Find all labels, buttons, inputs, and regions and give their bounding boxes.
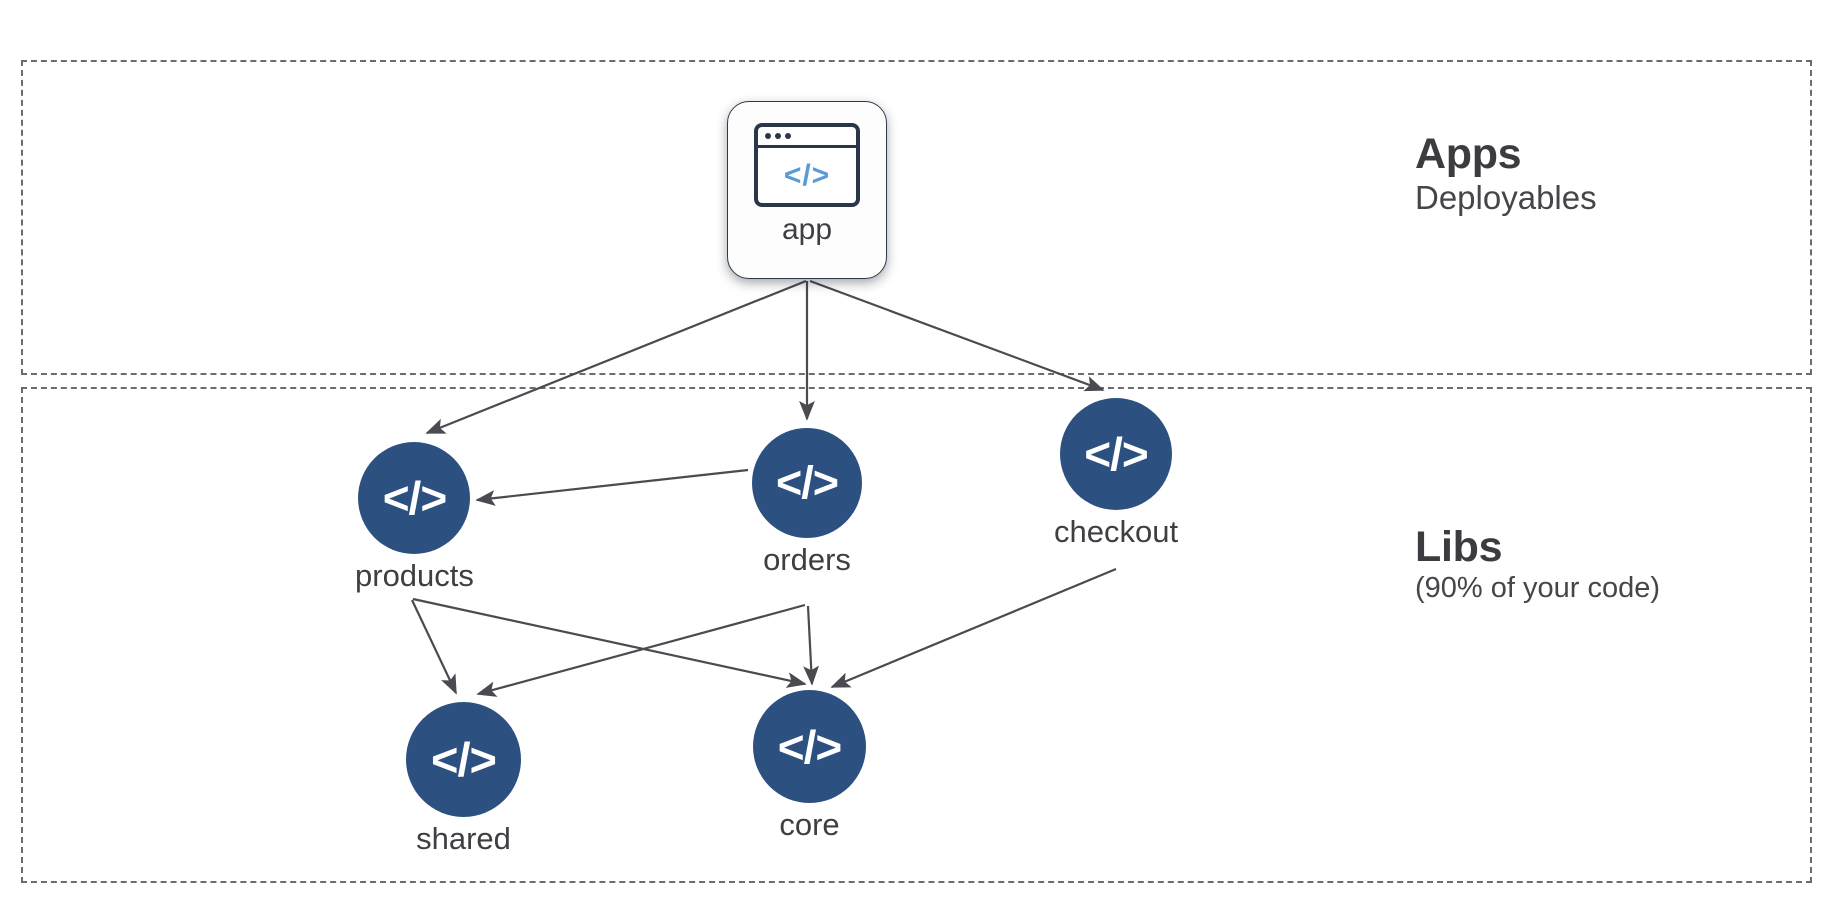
node-label-checkout: checkout — [1054, 514, 1179, 549]
code-circle-icon: </> — [406, 702, 521, 817]
code-circle-icon: </> — [1060, 398, 1173, 510]
region-subtitle-libs: (90% of your code) — [1415, 572, 1661, 605]
code-circle-icon: </> — [752, 428, 862, 538]
code-circle-icon: </> — [753, 690, 866, 803]
node-checkout[interactable]: </> checkout — [1054, 398, 1178, 549]
browser-dot-icon — [765, 133, 771, 139]
code-circle-icon: </> — [358, 442, 471, 554]
node-app[interactable]: </> app — [727, 101, 887, 279]
browser-dot-icon — [785, 133, 791, 139]
browser-dot-icon — [775, 133, 781, 139]
region-label-libs: Libs (90% of your code) — [1415, 523, 1661, 606]
region-label-apps: Apps Deployables — [1415, 130, 1597, 218]
node-core[interactable]: </> core — [753, 690, 866, 842]
node-label-shared: shared — [416, 821, 511, 856]
node-shared[interactable]: </> shared — [406, 702, 521, 856]
region-title-libs: Libs — [1415, 523, 1503, 571]
node-orders[interactable]: </> orders — [752, 428, 862, 577]
code-glyph: </> — [783, 159, 831, 192]
node-label-orders: orders — [763, 542, 851, 577]
region-title-apps: Apps — [1415, 130, 1522, 178]
browser-code-icon: </> — [754, 123, 860, 207]
browser-titlebar — [758, 127, 856, 148]
node-label-products: products — [355, 558, 474, 593]
node-label-core: core — [779, 807, 840, 842]
node-products[interactable]: </> products — [355, 442, 474, 593]
region-subtitle-apps: Deployables — [1415, 179, 1597, 217]
region-box-libs — [21, 387, 1812, 883]
node-label-app: app — [781, 213, 833, 246]
